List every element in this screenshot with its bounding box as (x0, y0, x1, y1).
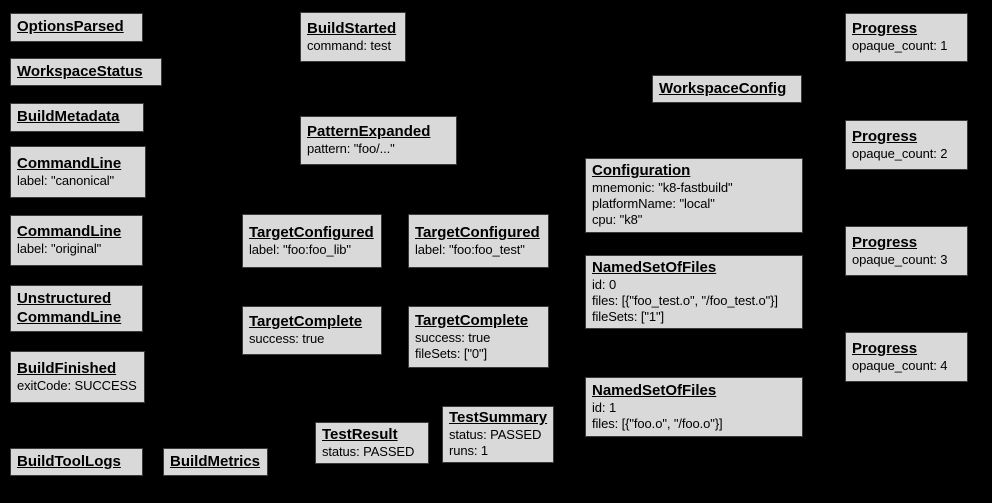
node-detail: status: PASSED (449, 427, 542, 442)
node-title: NamedSetOfFiles (592, 381, 717, 399)
node-detail: id: 1 (592, 399, 617, 415)
node-detail: files: [{"foo.o", "/foo.o"}] (592, 415, 723, 431)
node-pattern-expanded: PatternExpanded pattern: "foo/..." (300, 116, 457, 165)
node-title: TargetComplete (415, 311, 529, 329)
node-target-complete-lib: TargetComplete success: true (242, 306, 382, 355)
node-title: TestSummary (449, 409, 548, 426)
node-detail: mnemonic: "k8-fastbuild" (592, 180, 733, 195)
node-workspace-status: WorkspaceStatus (10, 58, 162, 86)
node-progress-4: Progress opaque_count: 4 (845, 332, 968, 382)
node-title: PatternExpanded (307, 123, 431, 140)
node-detail: fileSets: ["0"] (415, 345, 488, 361)
node-title: WorkspaceStatus (17, 62, 143, 80)
node-build-metadata: BuildMetadata (10, 103, 144, 132)
node-detail: label: "foo:foo_test" (415, 241, 525, 257)
node-configuration: Configuration mnemonic: "k8-fastbuild" p… (585, 158, 803, 233)
node-unstructured-command-line: Unstructured CommandLine (10, 285, 143, 332)
node-build-tool-logs: BuildToolLogs (10, 448, 143, 476)
node-detail: opaque_count: 2 (852, 145, 948, 161)
node-detail: success: true (249, 331, 325, 346)
node-test-summary: TestSummary status: PASSED runs: 1 (442, 406, 554, 463)
node-detail: opaque_count: 3 (852, 251, 948, 267)
node-title: WorkspaceConfig (659, 79, 787, 97)
node-title: TargetConfigured (249, 223, 374, 241)
node-options-parsed: OptionsParsed (10, 13, 143, 42)
node-detail: command: test (307, 37, 391, 53)
node-title: BuildStarted (307, 19, 397, 37)
node-build-finished: BuildFinished exitCode: SUCCESS (10, 351, 145, 403)
node-workspace-config: WorkspaceConfig (652, 75, 802, 103)
node-detail: files: [{"foo_test.o", "/foo_test.o"}] (592, 292, 778, 308)
node-title: BuildMetadata (17, 108, 120, 125)
node-target-configured-lib: TargetConfigured label: "foo:foo_lib" (242, 214, 382, 268)
node-title: Progress (852, 127, 918, 145)
node-title: NamedSetOfFiles (592, 258, 717, 276)
node-title: OptionsParsed (17, 18, 124, 35)
node-detail: label: "original" (17, 241, 102, 256)
node-build-metrics: BuildMetrics (163, 448, 268, 476)
node-detail: opaque_count: 1 (852, 38, 948, 53)
node-title: BuildFinished (17, 359, 117, 377)
node-title: CommandLine (17, 223, 122, 240)
node-test-result: TestResult status: PASSED (315, 422, 429, 464)
node-detail: opaque_count: 4 (852, 357, 948, 373)
node-detail: id: 0 (592, 276, 617, 292)
node-title: Configuration (592, 162, 691, 179)
node-named-set-of-files-1: NamedSetOfFiles id: 1 files: [{"foo.o", … (585, 377, 803, 437)
node-title: BuildMetrics (170, 452, 261, 470)
node-detail: success: true (415, 329, 491, 345)
node-named-set-of-files-0: NamedSetOfFiles id: 0 files: [{"foo_test… (585, 255, 803, 329)
node-command-line-canonical: CommandLine label: "canonical" (10, 146, 146, 198)
node-title: Progress (852, 339, 918, 357)
node-progress-2: Progress opaque_count: 2 (845, 120, 968, 170)
node-detail: label: "canonical" (17, 172, 115, 188)
node-title: Unstructured (17, 289, 112, 307)
node-build-started: BuildStarted command: test (300, 12, 406, 62)
node-title: Progress (852, 20, 918, 37)
node-progress-3: Progress opaque_count: 3 (845, 226, 968, 276)
node-detail: fileSets: ["1"] (592, 308, 665, 324)
node-title: CommandLine (17, 154, 122, 172)
node-title: TargetConfigured (415, 223, 540, 241)
node-title: CommandLine (17, 308, 122, 326)
node-detail: platformName: "local" (592, 196, 715, 211)
node-title: TestResult (322, 425, 398, 443)
node-title: Progress (852, 233, 918, 251)
node-detail: runs: 1 (449, 443, 489, 458)
node-title: BuildToolLogs (17, 452, 121, 470)
node-target-configured-test: TargetConfigured label: "foo:foo_test" (408, 214, 549, 268)
node-detail: cpu: "k8" (592, 212, 643, 227)
node-detail: exitCode: SUCCESS (17, 377, 137, 393)
node-command-line-original: CommandLine label: "original" (10, 215, 143, 266)
node-detail: label: "foo:foo_lib" (249, 241, 351, 257)
node-detail: pattern: "foo/..." (307, 141, 395, 156)
node-title: TargetComplete (249, 313, 363, 330)
node-target-complete-test: TargetComplete success: true fileSets: [… (408, 306, 549, 368)
node-progress-1: Progress opaque_count: 1 (845, 13, 968, 62)
node-detail: status: PASSED (322, 443, 415, 459)
